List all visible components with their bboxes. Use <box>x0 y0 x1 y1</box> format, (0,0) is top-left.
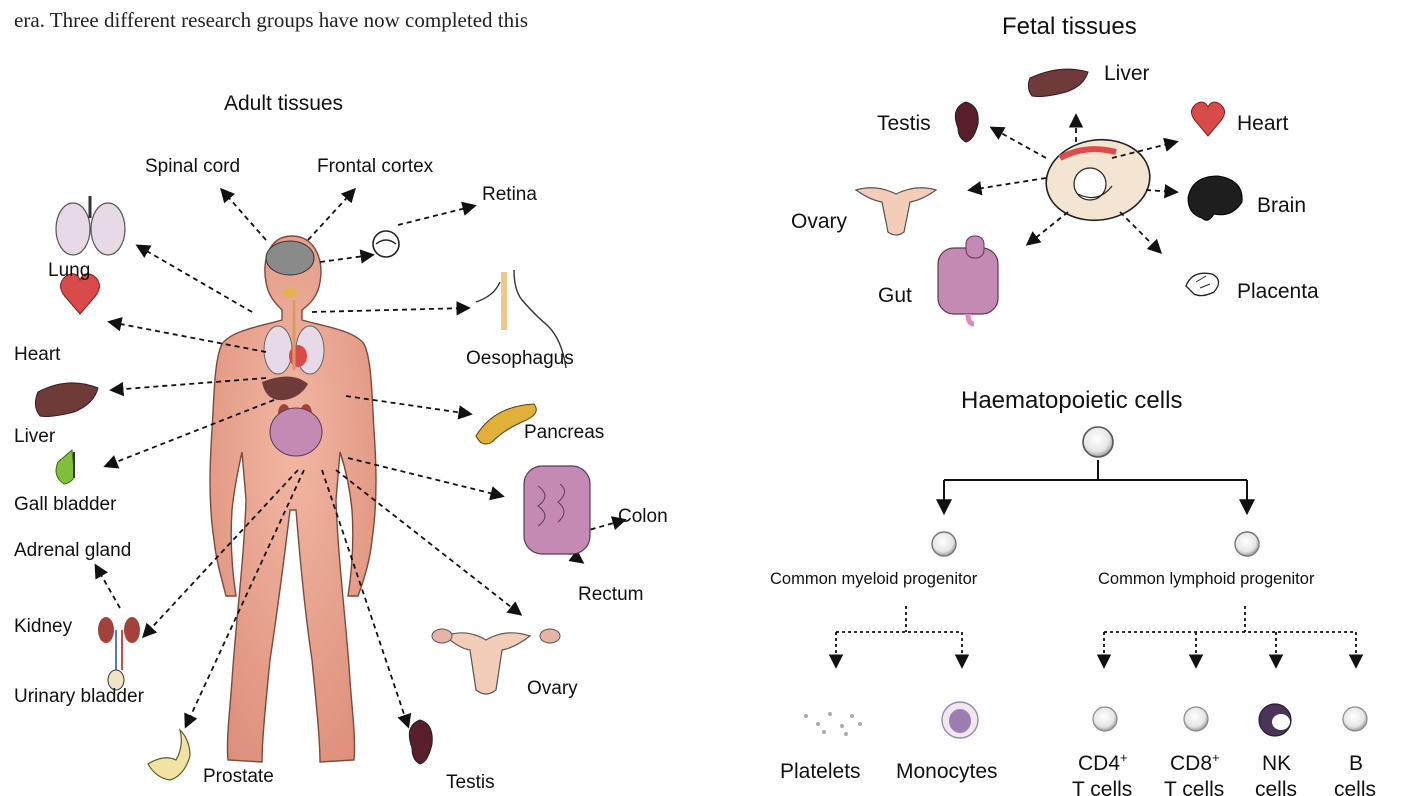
label-fetal-ovary: Ovary <box>791 210 848 233</box>
nk-cell-icon <box>1259 704 1291 736</box>
label-fetal-gut: Gut <box>878 284 912 307</box>
fetal-testis-icon <box>955 102 978 142</box>
liver-icon <box>35 383 98 417</box>
label-adrenal-gland: Adrenal gland <box>14 540 131 561</box>
label-cd4: CD4+ <box>1078 750 1128 775</box>
fetal-heart-icon <box>1191 102 1224 136</box>
fetal-liver-icon <box>1028 69 1088 96</box>
haem-cell-icons <box>804 702 1367 738</box>
eye-icon <box>373 231 399 257</box>
label-kidney: Kidney <box>14 616 73 637</box>
testis-icon <box>409 720 432 764</box>
gall-bladder-icon <box>56 450 74 484</box>
label-cd8: CD8+ <box>1170 750 1220 775</box>
adult-title: Adult tissues <box>224 92 343 115</box>
haem-title: Haematopoietic cells <box>961 387 1182 414</box>
prostate-icon <box>148 730 190 780</box>
platelets-icon <box>804 712 862 736</box>
label-testis-adult: Testis <box>446 772 495 793</box>
fetus-illustration <box>1041 133 1155 227</box>
cd4-cell-icon <box>1093 707 1117 731</box>
lymphoid-progenitor-icon <box>1235 532 1259 556</box>
label-lung: Lung <box>48 260 90 281</box>
fetal-brain-icon <box>1188 176 1242 220</box>
label-b-cells: cells <box>1334 778 1376 796</box>
label-retina: Retina <box>482 184 537 205</box>
label-rectum: Rectum <box>578 584 643 605</box>
label-heart: Heart <box>14 344 61 365</box>
label-ovary-adult: Ovary <box>527 678 578 699</box>
label-lymphoid: Common lymphoid progenitor <box>1098 570 1315 588</box>
lung-icon <box>56 196 125 255</box>
label-gall-bladder: Gall bladder <box>14 494 117 515</box>
label-spinal-cord: Spinal cord <box>145 156 240 177</box>
label-fetal-heart: Heart <box>1237 112 1289 135</box>
label-b: B <box>1349 752 1363 775</box>
label-colon: Colon <box>618 506 668 527</box>
label-fetal-brain: Brain <box>1257 194 1306 217</box>
label-nk: NK <box>1262 752 1291 775</box>
fetal-title: Fetal tissues <box>1002 13 1137 40</box>
kidney-icon <box>98 617 140 690</box>
haem-tree <box>836 427 1356 666</box>
stem-cell-icon <box>1083 427 1113 457</box>
label-monocytes: Monocytes <box>896 760 998 783</box>
fetal-ovary-icon <box>856 188 936 235</box>
label-prostate: Prostate <box>203 766 274 787</box>
label-myeloid: Common myeloid progenitor <box>770 570 978 588</box>
haem-labels: Common myeloid progenitor Common lymphoi… <box>770 570 1376 796</box>
label-fetal-testis: Testis <box>877 112 931 135</box>
label-cd8-tcells: T cells <box>1164 778 1224 796</box>
human-body-illustration <box>210 236 376 762</box>
label-fetal-liver: Liver <box>1104 62 1150 85</box>
caption-text: era. Three different research groups hav… <box>14 8 528 32</box>
label-liver: Liver <box>14 426 56 447</box>
label-pancreas: Pancreas <box>524 422 604 443</box>
monocyte-icon <box>942 702 978 738</box>
fetal-placenta-icon <box>1186 273 1219 295</box>
label-cd4-tcells: T cells <box>1072 778 1132 796</box>
b-cell-icon <box>1343 707 1367 731</box>
label-fetal-placenta: Placenta <box>1237 280 1319 303</box>
myeloid-progenitor-icon <box>932 532 956 556</box>
cd8-cell-icon <box>1184 707 1208 731</box>
label-oesophagus: Oesophagus <box>466 348 574 369</box>
colon-icon <box>524 466 590 554</box>
fetal-gut-icon <box>938 236 998 324</box>
label-platelets: Platelets <box>780 760 861 783</box>
label-urinary-bladder: Urinary bladder <box>14 686 145 707</box>
label-nk-cells: cells <box>1255 778 1297 796</box>
label-frontal-cortex: Frontal cortex <box>317 156 434 177</box>
